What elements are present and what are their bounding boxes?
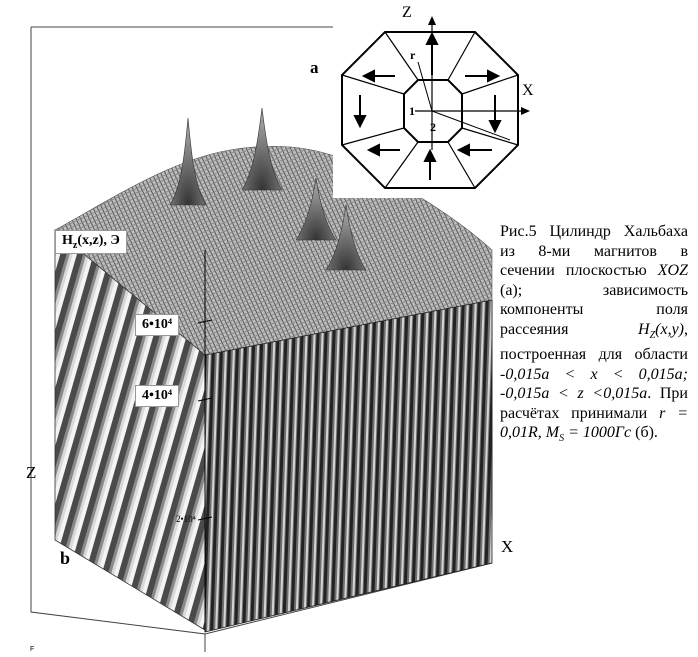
tick-2 xyxy=(197,516,213,521)
corner-mark: F xyxy=(30,646,35,653)
inset-axis-x: X xyxy=(522,82,534,99)
axis-z-left: Z xyxy=(26,463,37,482)
magnetization-arrows xyxy=(353,31,502,180)
figure-caption: Рис.5 Цилиндр Хальбаха из 8-ми магнитов … xyxy=(500,223,688,445)
inset-label-r: r xyxy=(410,48,416,62)
surface-top xyxy=(54,145,493,356)
tick-label-4e4: 4•10⁴ xyxy=(135,385,180,407)
y-axis-title: Hz(x,z), Э xyxy=(55,230,127,254)
tick-label-6e4: 6•10⁴ xyxy=(135,314,180,336)
surface-peaks xyxy=(169,107,367,271)
surface-front-face xyxy=(204,299,493,633)
tick-label-2e4: 2•10⁴ xyxy=(176,514,196,524)
tick-6 xyxy=(197,319,213,324)
panel-b-label: b xyxy=(60,548,71,568)
inset-label-2: 2 xyxy=(430,120,436,134)
halbach-inset xyxy=(333,16,543,198)
tick-4 xyxy=(197,397,213,402)
panel-a-label: a xyxy=(310,58,319,77)
inset-axis-z: Z xyxy=(402,4,412,21)
axis-x-bottom: X xyxy=(501,537,514,556)
inset-label-1: 1 xyxy=(409,104,415,118)
